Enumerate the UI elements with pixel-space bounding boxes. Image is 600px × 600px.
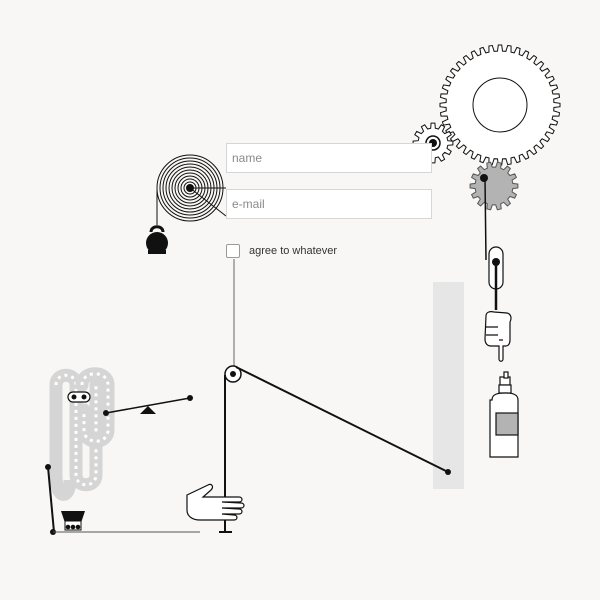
hand-pointing-icon xyxy=(484,311,512,362)
seesaw-icon xyxy=(103,395,193,416)
agree-row: agree to whatever xyxy=(226,243,337,259)
minecart-icon xyxy=(61,511,85,531)
grey-panel xyxy=(433,282,464,489)
email-field[interactable] xyxy=(226,189,432,219)
diagonal-rope xyxy=(235,366,449,473)
open-hand-icon xyxy=(186,483,245,521)
spiral-spring-icon xyxy=(156,154,227,225)
agree-label: agree to whatever xyxy=(249,245,338,257)
pendulum-rod xyxy=(480,174,504,310)
spray-bottle-icon xyxy=(489,371,519,458)
chain-loop-icon xyxy=(49,367,115,501)
kettlebell-icon xyxy=(146,225,168,254)
name-field[interactable] xyxy=(226,143,432,173)
large-gear-icon xyxy=(439,44,561,166)
grey-gear-icon xyxy=(469,161,519,211)
track-lever xyxy=(45,464,200,535)
agree-checkbox[interactable] xyxy=(226,244,240,258)
pulley-icon xyxy=(224,365,242,383)
